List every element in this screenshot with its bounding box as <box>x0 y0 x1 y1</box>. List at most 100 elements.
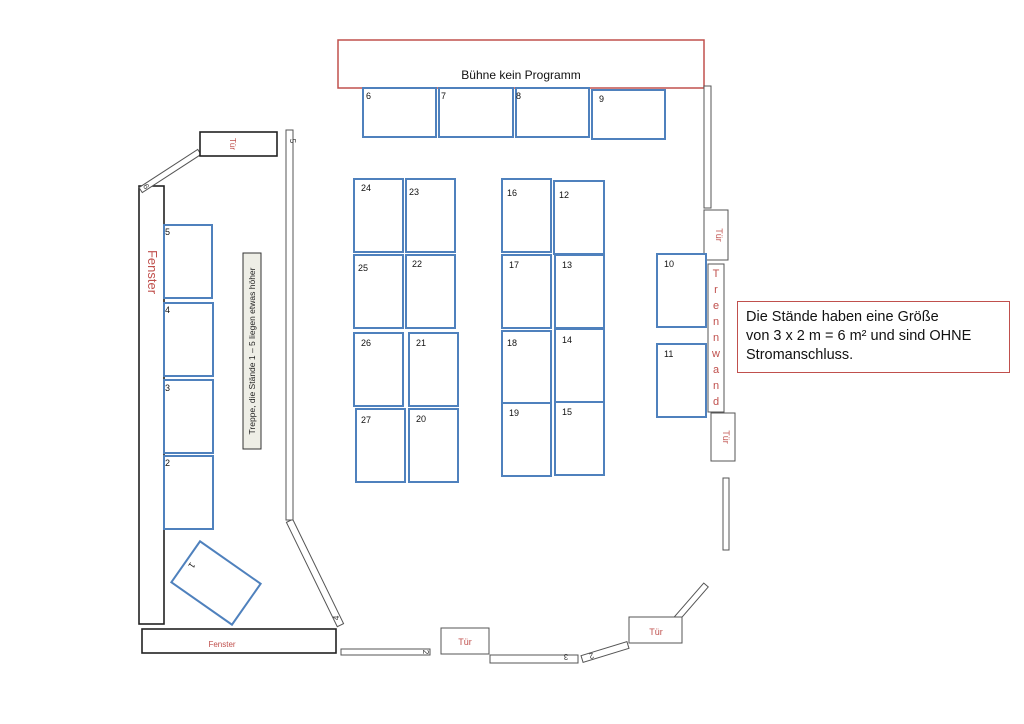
partition-letter-7: a <box>713 364 720 376</box>
stall-number: 13 <box>562 260 572 270</box>
stall-14 <box>554 328 605 403</box>
partition-letter-9: d <box>713 396 719 408</box>
stall-number: 12 <box>559 190 569 200</box>
window-left <box>138 185 165 625</box>
stairs <box>242 252 262 450</box>
stall-7 <box>438 87 514 138</box>
stall-number: 1 <box>186 560 197 570</box>
stall-19 <box>501 402 552 477</box>
wall-diagonal-4: 4 <box>285 518 345 628</box>
stall-23 <box>405 178 456 253</box>
partition-letter-8: n <box>713 380 719 392</box>
stall-17 <box>501 254 552 329</box>
stall-number: 8 <box>516 91 521 101</box>
stall-number: 23 <box>409 187 419 197</box>
info-line-2: von 3 x 2 m = 6 m² und sind OHNE <box>746 328 972 344</box>
wall-bottom-slanted: 2 <box>580 641 630 663</box>
stall-number: 21 <box>416 338 426 348</box>
stall-4 <box>163 302 214 377</box>
partition-label: T r e n n w a n d <box>711 268 720 408</box>
stall-number: 15 <box>562 407 572 417</box>
stall-number: 16 <box>507 188 517 198</box>
stall-2 <box>163 455 214 530</box>
wall-number-label: 2 <box>421 650 430 655</box>
stall-number: 5 <box>165 227 170 237</box>
stall-number: 26 <box>361 338 371 348</box>
stall-number: 9 <box>599 94 604 104</box>
stall-number: 18 <box>507 338 517 348</box>
door-right-upper <box>703 209 729 261</box>
stall-21 <box>408 332 459 407</box>
stall-number: 20 <box>416 414 426 424</box>
wall-number-label: 4 <box>332 615 341 620</box>
window-bottom-label: Fenster <box>208 640 235 649</box>
window-bottom <box>141 628 337 654</box>
stall-number: 7 <box>441 91 446 101</box>
stairs-label: Treppe, die Stände 1 – 5 liegen etwas hö… <box>247 267 257 434</box>
door-bottom-center <box>440 627 490 655</box>
wall-bottom-3 <box>489 654 579 664</box>
wall-diagonal-4-rect <box>285 518 345 628</box>
stall-number: 19 <box>509 408 519 418</box>
partition-letter-2: r <box>714 284 718 296</box>
stall-1: 1 <box>169 539 263 627</box>
stall-3 <box>163 379 214 454</box>
door-label: Tür <box>458 637 472 647</box>
window-left-label: Fenster <box>145 250 160 295</box>
stall-12 <box>553 180 605 255</box>
partition-wall <box>707 263 725 413</box>
wall-number-label: 6 <box>141 182 151 191</box>
partition-letter-1: T <box>713 268 720 280</box>
wall-number-label: 3 <box>563 652 568 661</box>
door-top-left <box>199 131 278 157</box>
partition-letter-4: n <box>713 316 719 328</box>
partition-letter-6: w <box>711 348 720 360</box>
stall-number: 10 <box>664 259 674 269</box>
stall-number: 3 <box>165 383 170 393</box>
door-bottom-right <box>628 616 683 644</box>
stall-number: 24 <box>361 183 371 193</box>
stall-25 <box>353 254 404 329</box>
door-label: Tür <box>228 138 237 150</box>
stall-number: 27 <box>361 415 371 425</box>
door-label: Tür <box>714 228 724 242</box>
stall-5 <box>163 224 213 299</box>
stall-22 <box>405 254 456 329</box>
stall-number: 22 <box>412 259 422 269</box>
door-label: Tür <box>721 430 731 444</box>
stall-26 <box>353 332 404 407</box>
info-line-3: Stromanschluss. <box>746 347 854 363</box>
stall-number: 11 <box>664 349 673 359</box>
wall-number-label: 2 <box>587 651 594 661</box>
partition-letter-3: e <box>713 300 719 312</box>
wall-vertical-5 <box>285 129 294 521</box>
stall-9 <box>591 89 666 140</box>
stall-27 <box>355 408 406 483</box>
stall-11 <box>656 343 707 418</box>
stall-number: 17 <box>509 260 519 270</box>
door-label: Tür <box>649 627 663 637</box>
stall-24 <box>353 178 404 253</box>
stall-1-rect <box>169 539 263 627</box>
stall-10 <box>656 253 707 328</box>
stage <box>337 39 705 89</box>
stall-16 <box>501 178 552 253</box>
wall-bottom-2 <box>340 648 431 656</box>
wall-right-lower <box>722 477 730 551</box>
wall-bottom-slanted-rect <box>580 641 630 663</box>
info-line-1: Die Stände haben eine Größe <box>746 309 939 325</box>
wall-number-label: 5 <box>288 139 297 144</box>
stall-20 <box>408 408 459 483</box>
stall-6 <box>362 87 437 138</box>
info-box: Die Stände haben eine Größe von 3 x 2 m … <box>737 301 1010 373</box>
stall-8 <box>515 87 590 138</box>
door-right-lower <box>710 412 736 462</box>
stall-15 <box>554 401 605 476</box>
wall-diagonal-6: 6 <box>138 148 202 194</box>
stall-number: 4 <box>165 305 170 315</box>
stall-number: 14 <box>562 335 572 345</box>
stall-number: 25 <box>358 263 368 273</box>
stage-label: Bühne kein Programm <box>461 68 580 82</box>
stall-number: 2 <box>165 458 170 468</box>
